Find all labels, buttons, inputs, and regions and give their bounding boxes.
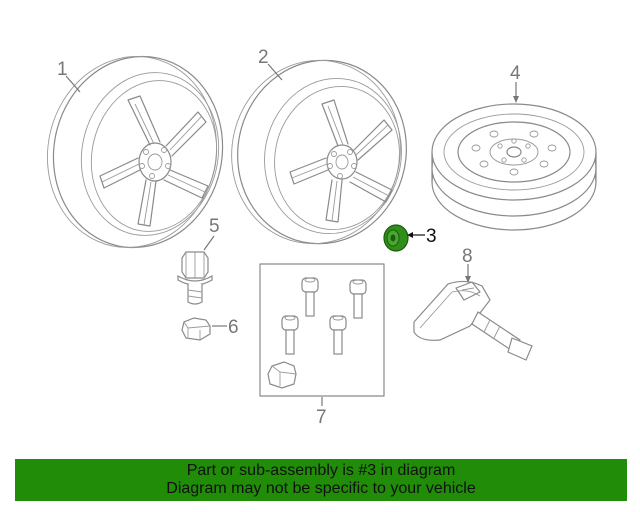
callout-4-number: 4	[510, 63, 521, 84]
callout-1: 1	[57, 59, 81, 93]
lock-key-nut	[267, 361, 297, 389]
callout-4: 4	[510, 63, 521, 103]
lock-kit-7[interactable]	[259, 263, 385, 397]
callout-8-number: 8	[462, 246, 473, 267]
lug-nut-6[interactable]	[181, 317, 211, 341]
part-notice-banner: Part or sub-assembly is #3 in diagram Di…	[15, 459, 627, 501]
callout-2: 2	[258, 47, 283, 81]
callout-8: 8	[462, 246, 473, 283]
tpms-sensor-8[interactable]	[413, 280, 533, 361]
banner-line-1: Part or sub-assembly is #3 in diagram	[186, 462, 456, 479]
wheel-2[interactable]	[215, 45, 424, 260]
callout-3: 3	[407, 226, 437, 247]
callout-7-number: 7	[316, 407, 327, 428]
callout-5-number: 5	[209, 216, 220, 237]
lug-bolt-5[interactable]	[177, 251, 213, 305]
callout-1-number: 1	[57, 59, 68, 80]
callout-5: 5	[203, 216, 220, 251]
spare-tire-4[interactable]	[431, 103, 597, 231]
banner-line-2: Diagram may not be specific to your vehi…	[166, 480, 476, 497]
wheel-1[interactable]	[30, 41, 240, 264]
callout-6-number: 6	[228, 317, 239, 338]
callout-3-number: 3	[426, 226, 437, 247]
lock-bolt-a	[301, 277, 319, 317]
lock-bolt-b	[349, 279, 367, 319]
lock-bolt-c	[281, 315, 299, 355]
callout-2-number: 2	[258, 47, 269, 68]
part-3-highlighted[interactable]	[383, 224, 409, 252]
lock-bolt-d	[329, 315, 347, 355]
callout-6: 6	[212, 317, 239, 338]
callout-7: 7	[316, 397, 327, 428]
